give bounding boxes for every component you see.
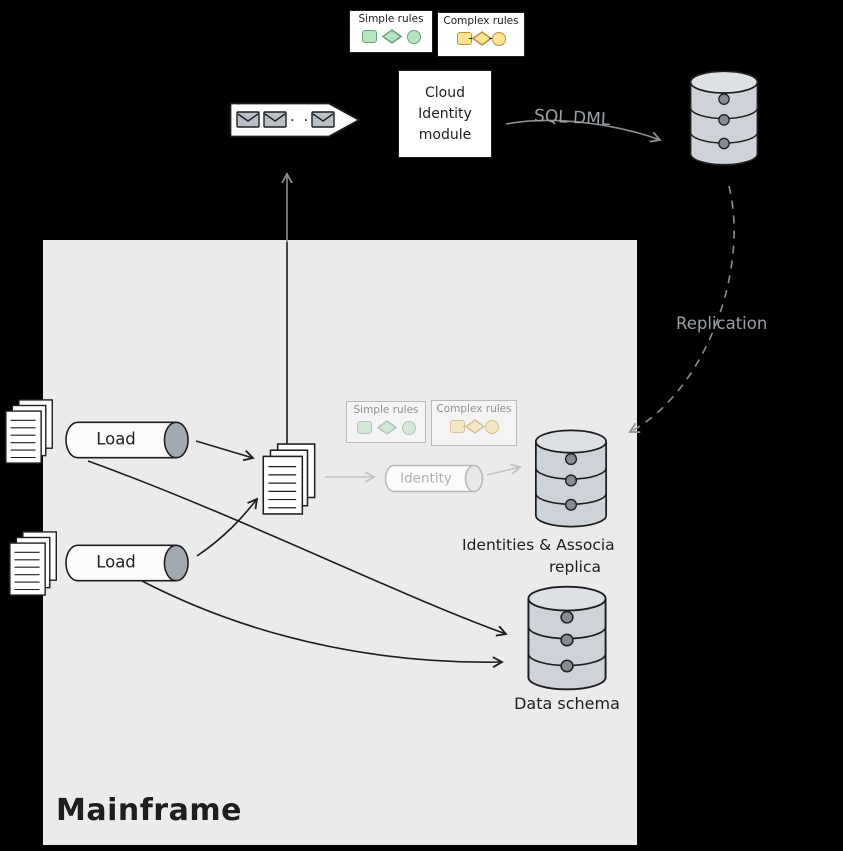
data-schema-database-icon: [527, 585, 607, 691]
replication-label: Replication: [676, 314, 768, 333]
identity-pipe-faded: Identity: [384, 464, 484, 493]
document-stack-icon: [9, 531, 57, 596]
legend-simple-title: Simple rules: [358, 13, 424, 25]
cloud-identity-module: Cloud Identity module: [398, 70, 492, 158]
legend-complex-title: Complex rules: [443, 15, 519, 27]
load-pipe-top: Load: [64, 420, 192, 460]
envelope-icon: [311, 111, 335, 128]
message-queue-banner: . .: [229, 102, 361, 138]
rule-square-icon: [356, 421, 372, 434]
arrow-load-top-to-data-schema: [87, 460, 508, 637]
replica-db-label-line1: Identities & Associa: [462, 536, 615, 554]
mainframe-label: Mainframe: [56, 793, 242, 828]
load-pipe-label: Load: [96, 429, 136, 449]
rule-diamond-icon: [464, 419, 485, 434]
faded-complex-rules: Complex rules: [431, 400, 517, 446]
legend-simple-title: Simple rules: [353, 404, 419, 416]
rule-diamond-icon: [381, 29, 402, 44]
rule-square-icon: [449, 420, 465, 433]
cloud-database-icon: [689, 70, 759, 166]
mainframe-box: [43, 240, 637, 845]
replica-db-label-line2: replica: [548, 558, 602, 576]
arrow-load-bottom-to-data-schema: [141, 580, 504, 668]
arrow-load-top-to-docs: [195, 440, 255, 462]
rule-diamond-icon: [471, 31, 492, 46]
load-pipe-label: Load: [96, 552, 136, 572]
arrow-load-bottom-to-docs: [196, 497, 259, 557]
identity-pipe-label: Identity: [400, 470, 452, 487]
identities-replica-database-icon: [534, 429, 608, 528]
arrow-identity-to-replica-faded: [486, 463, 522, 476]
arrow-sql-dml: [505, 119, 662, 143]
legend-simple-rules: Simple rules: [349, 10, 433, 53]
sql-dml-label: SQL DML: [533, 106, 611, 130]
rule-circle-icon: [406, 29, 421, 44]
data-schema-label: Data schema: [514, 694, 620, 713]
faded-simple-rules: Simple rules: [346, 401, 426, 443]
cloud-identity-module-label: Cloud Identity module: [418, 84, 472, 143]
cylinder-pipe-icon: [65, 421, 189, 459]
rule-circle-icon: [491, 31, 506, 46]
arrow-replication-dashed: [628, 185, 735, 434]
legend-complex-rules: Complex rules: [437, 12, 525, 57]
cylinder-pipe-icon: [65, 544, 189, 582]
rule-circle-icon: [401, 420, 416, 435]
legend-complex-title: Complex rules: [436, 403, 512, 415]
queue-ellipsis: . .: [290, 107, 311, 125]
document-stack-icon: [262, 443, 316, 515]
rule-diamond-icon: [376, 420, 397, 435]
envelope-icon: [236, 111, 260, 128]
cylinder-pipe-icon: [384, 464, 484, 493]
envelope-icon: [263, 111, 287, 128]
rule-square-icon: [361, 30, 377, 43]
document-stack-icon: [5, 399, 53, 464]
rule-connector-line: [461, 426, 468, 427]
load-pipe-bottom: Load: [64, 543, 192, 583]
rule-circle-icon: [484, 419, 499, 434]
